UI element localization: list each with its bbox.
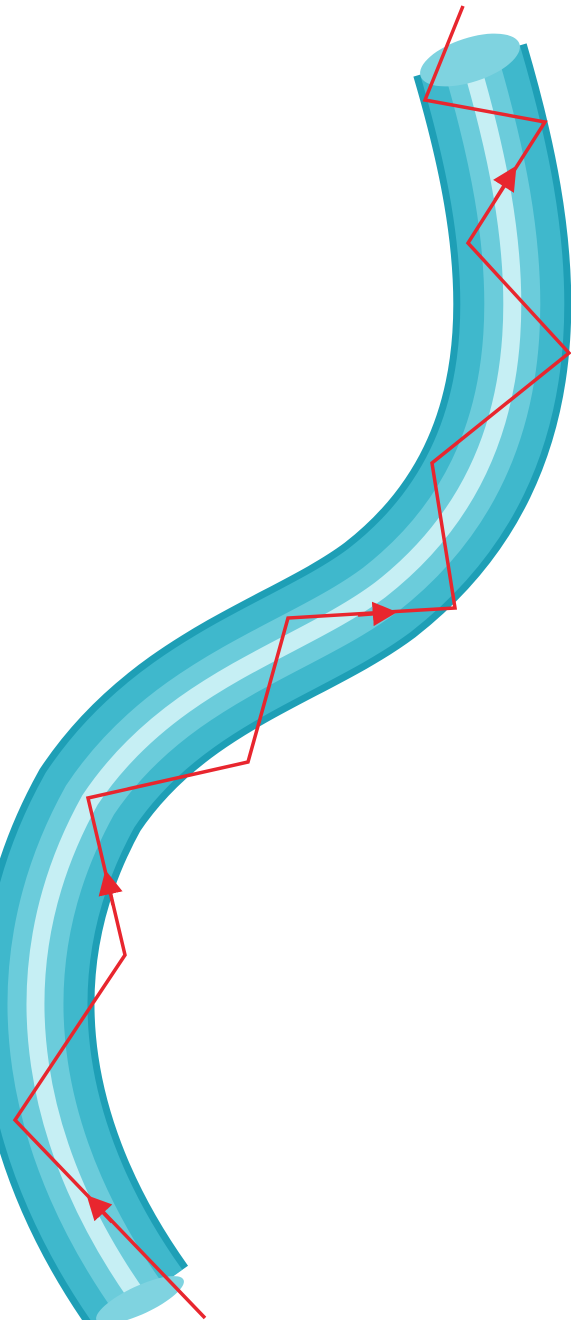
ray-arrow-middle (358, 613, 385, 615)
optical-fiber (35, 23, 526, 1320)
